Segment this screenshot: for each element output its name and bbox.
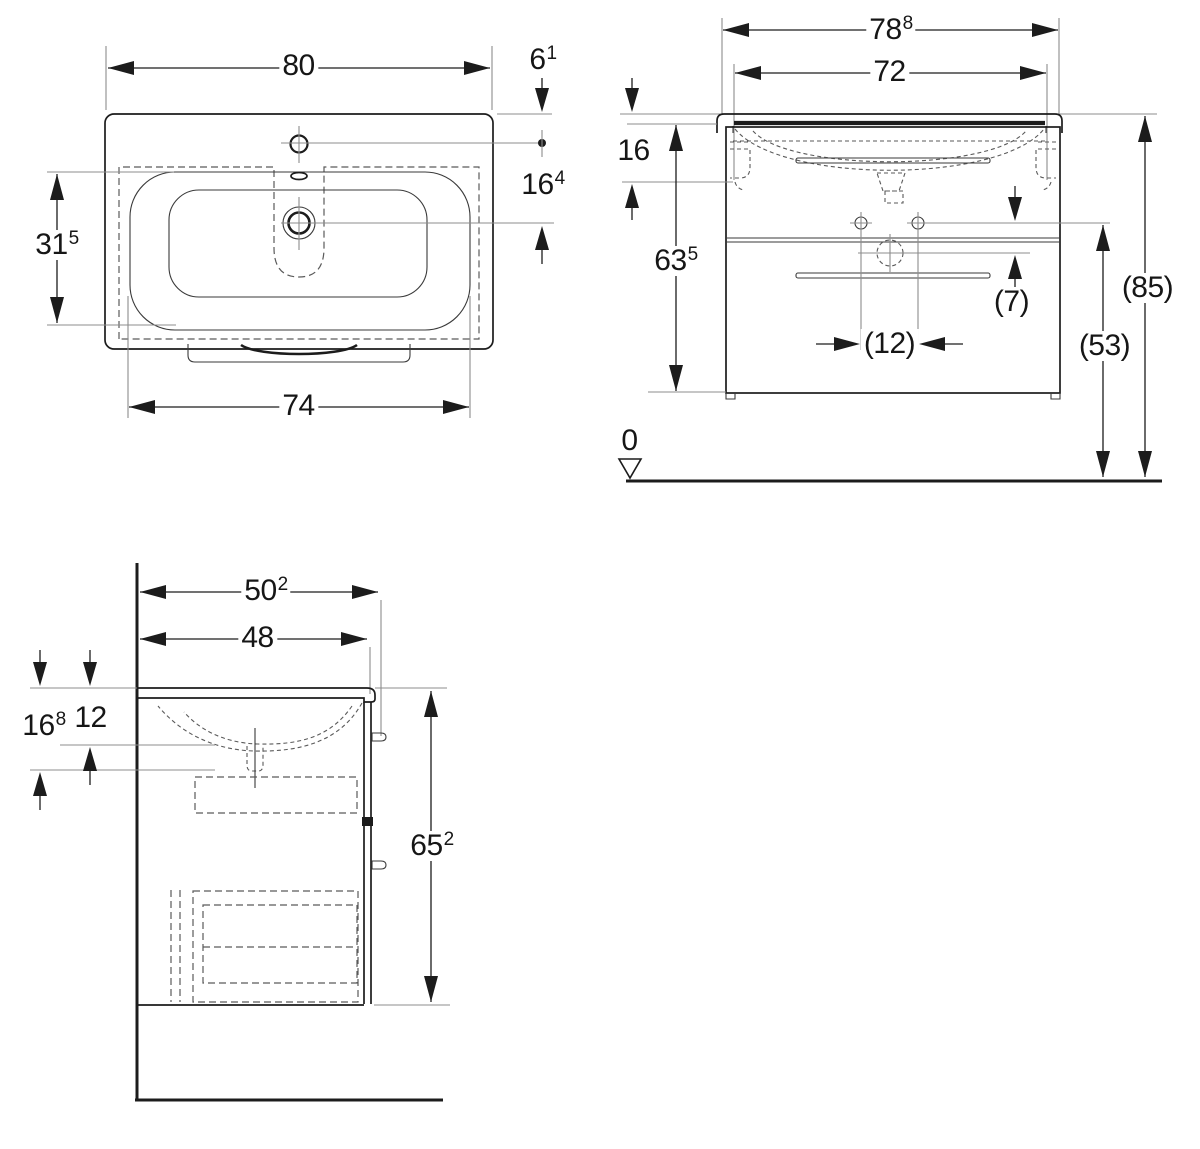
front-dim-basin-height	[622, 78, 733, 220]
side-siphon-recess-dashed	[194, 776, 358, 814]
dim-sup: 2	[443, 829, 455, 850]
plan-tap-hole	[281, 126, 546, 163]
front-upper-drawer-edge	[795, 157, 991, 164]
dim-sup: 8	[55, 709, 67, 730]
label-front-floor-level: 0	[618, 424, 642, 457]
label-front-hole-spacing: (12)	[860, 327, 920, 360]
dim-sup: 5	[68, 228, 80, 249]
label-side-unit-height: 652	[407, 829, 457, 862]
dim-main: 16	[22, 709, 55, 742]
dim-main: 16	[617, 134, 650, 167]
plan-dim-tap-to-drain	[535, 226, 549, 264]
side-basin-slab	[138, 687, 376, 703]
dim-main: (53)	[1078, 329, 1131, 362]
plan-basin-outline	[104, 113, 494, 350]
dim-sup: 5	[687, 244, 699, 265]
label-plan-cabinet-width: 74	[279, 389, 319, 422]
dim-main: 72	[873, 55, 906, 88]
side-drawer-hidden-lines	[170, 890, 359, 1003]
side-cabinet	[138, 702, 387, 1006]
dim-main: 6	[529, 43, 546, 76]
label-plan-tap-to-drain: 164	[518, 168, 568, 201]
dim-sup: 2	[277, 574, 289, 595]
plan-view	[47, 46, 554, 418]
label-side-cabinet-depth: 48	[238, 621, 278, 654]
front-dim-hole-spacing	[816, 337, 963, 351]
label-front-rim-width: 72	[870, 55, 910, 88]
label-front-hole-drop: (7)	[990, 285, 1034, 318]
label-front-cabinet-height: 635	[651, 244, 701, 277]
front-basin-hidden-lines	[730, 128, 1056, 204]
plan-drain	[281, 197, 554, 250]
label-front-hole-height: (53)	[1075, 329, 1135, 362]
dim-main: 80	[282, 49, 315, 82]
front-cabinet	[725, 126, 1061, 400]
dim-sup: 8	[902, 13, 914, 34]
dim-main: 48	[241, 621, 274, 654]
dim-sup: 1	[546, 43, 558, 64]
side-handle-lower	[371, 860, 387, 870]
dim-main: 65	[410, 829, 443, 862]
dim-main: 50	[244, 574, 277, 607]
dim-sup: 4	[554, 168, 566, 189]
dim-main: 74	[282, 389, 315, 422]
label-plan-basin-depth: 315	[32, 228, 82, 261]
front-lower-drawer-edge	[795, 272, 991, 279]
label-front-top-height: (85)	[1118, 271, 1178, 304]
plan-basin-bowl	[168, 189, 428, 298]
label-front-basin-height: 16	[614, 134, 654, 167]
label-side-total-depth: 502	[241, 574, 291, 607]
side-basin-hidden-lines	[157, 702, 363, 814]
label-side-drain-drop: 168	[19, 709, 69, 742]
front-view	[617, 18, 1162, 483]
dim-main: 78	[869, 13, 902, 46]
label-front-total-width: 788	[866, 13, 916, 46]
label-side-bowl-drop: 12	[71, 701, 111, 734]
plan-dim-tap-offset	[497, 78, 552, 115]
label-plan-total-width: 80	[279, 49, 319, 82]
side-dim-drain-drop	[30, 650, 215, 810]
side-dim-total-depth	[140, 585, 382, 736]
front-ground-datum-symbol	[617, 458, 643, 480]
front-siphon	[858, 234, 1030, 272]
front-basin-slab	[716, 113, 1063, 133]
plan-cabinet-dashed	[118, 166, 480, 340]
plan-dim-basin-depth	[47, 171, 176, 326]
dim-main: (12)	[863, 327, 916, 360]
dim-main: 16	[521, 168, 554, 201]
dim-main: 12	[74, 701, 107, 734]
dim-main: 31	[35, 228, 68, 261]
side-dim-bowl-drop	[60, 650, 215, 785]
side-handle-upper	[371, 732, 387, 742]
side-drawer-gap	[362, 817, 373, 826]
plan-overflow-slot	[290, 171, 308, 181]
dim-main: 63	[654, 244, 687, 277]
dim-main: 0	[621, 424, 638, 457]
dim-main: (7)	[993, 285, 1030, 318]
label-plan-tap-offset: 61	[526, 43, 560, 76]
dim-main: (85)	[1121, 271, 1174, 304]
plan-drawer-handle	[187, 343, 411, 363]
front-ground-line	[617, 458, 1162, 483]
